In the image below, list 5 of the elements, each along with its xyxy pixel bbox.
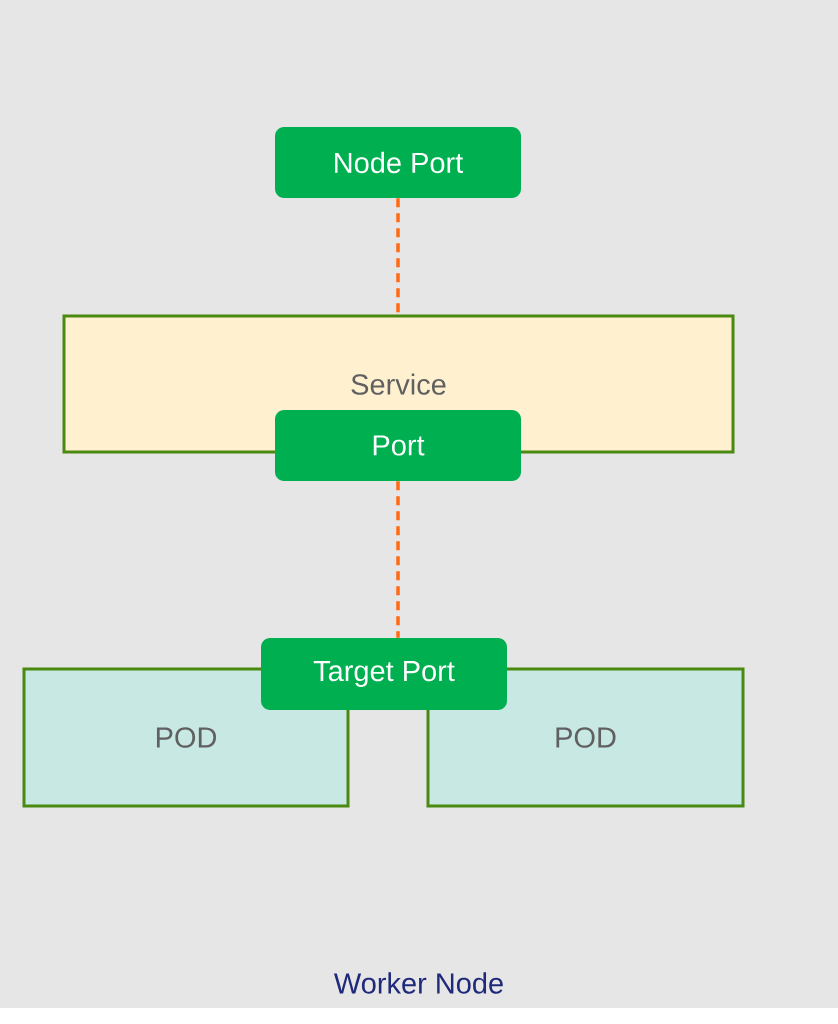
dashed-connector bbox=[396, 481, 400, 638]
port-box: Port bbox=[275, 410, 521, 481]
dashed-connector bbox=[396, 198, 400, 315]
port-box: Node Port bbox=[275, 127, 521, 198]
port-box: Target Port bbox=[261, 638, 507, 710]
